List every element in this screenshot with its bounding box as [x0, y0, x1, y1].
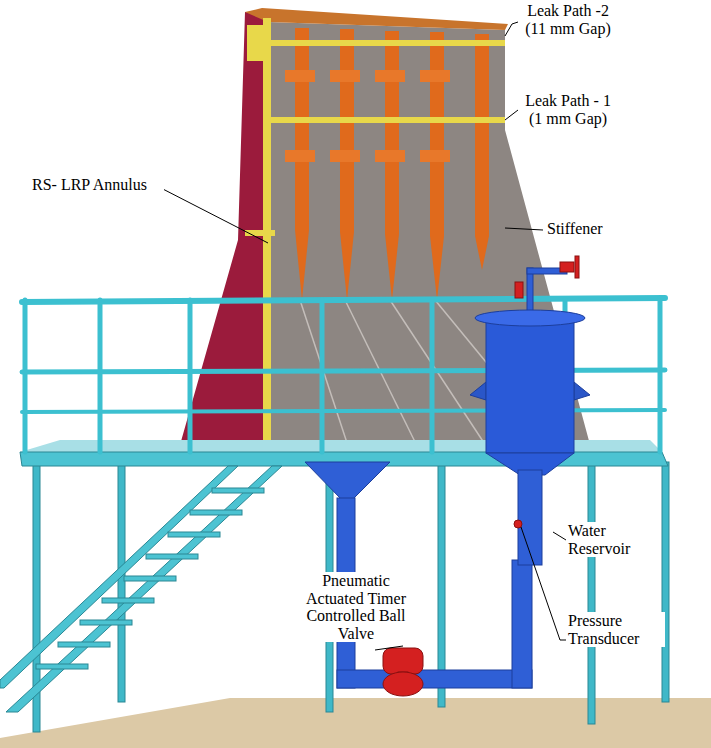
- tower: [420, 150, 450, 162]
- part-label: Leak Path -2 (11 mm Gap): [518, 2, 618, 37]
- tower: [330, 150, 360, 162]
- railing: [430, 300, 435, 452]
- leader-line: [553, 532, 566, 540]
- tower: [475, 34, 489, 270]
- ground: [0, 698, 711, 748]
- railing: [22, 298, 665, 302]
- water-reservoir: [574, 382, 590, 400]
- staircase: [0, 466, 238, 688]
- tower: [268, 22, 592, 452]
- ball-valve: [383, 648, 423, 674]
- staircase: [102, 598, 154, 603]
- staircase: [6, 466, 282, 712]
- staircase: [190, 510, 242, 515]
- fitting: [515, 282, 523, 298]
- tower: [245, 8, 508, 30]
- leader-line: [505, 22, 518, 36]
- piping: [512, 560, 532, 688]
- railing: [98, 300, 103, 452]
- tower: [265, 117, 505, 123]
- leader-line: [157, 186, 268, 243]
- water-reservoir: [518, 470, 542, 565]
- water-reservoir: [470, 382, 486, 400]
- tower: [247, 25, 267, 61]
- leader-line: [505, 110, 518, 120]
- staircase: [168, 532, 220, 537]
- part-label: Pressure Transducer: [566, 612, 665, 647]
- staircase: [146, 554, 198, 559]
- piping: [305, 462, 390, 500]
- water-reservoir: [475, 310, 585, 326]
- fitting: [514, 256, 579, 528]
- fitting: [514, 520, 522, 528]
- leader-line: [521, 527, 566, 640]
- tower: [295, 28, 309, 300]
- part-label: Pneumatic Actuated Timer Controlled Ball…: [296, 572, 416, 642]
- tower: [178, 8, 592, 452]
- ball-valve: [383, 648, 423, 696]
- tower: [285, 70, 315, 82]
- ball-valve: [383, 672, 423, 696]
- tower: [340, 29, 354, 300]
- tower: [375, 150, 405, 162]
- tower: [345, 300, 420, 452]
- staircase: [36, 664, 88, 669]
- platform-leg: [33, 462, 669, 732]
- tower: [285, 150, 315, 162]
- tower: [420, 70, 450, 82]
- staircase: [124, 576, 176, 581]
- railing: [658, 298, 663, 452]
- tower: [265, 40, 505, 46]
- part-label: RS- LRP Annulus: [30, 176, 164, 194]
- railing: [22, 298, 665, 452]
- platform-leg: [662, 462, 669, 702]
- fitting: [560, 262, 574, 272]
- tower: [390, 300, 490, 452]
- water-reservoir: [486, 318, 574, 453]
- platform-leg: [118, 462, 125, 702]
- leader-line: [505, 228, 543, 230]
- tower: [375, 70, 405, 82]
- platform-leg: [588, 462, 595, 724]
- fitting: [575, 256, 579, 278]
- piping: [337, 670, 532, 688]
- railing: [188, 300, 193, 452]
- staircase: [80, 620, 132, 625]
- railing: [23, 300, 28, 452]
- leader-line: [157, 22, 566, 650]
- tower: [330, 70, 360, 82]
- staircase: [58, 642, 110, 647]
- leader-line: [375, 646, 403, 650]
- ground: [0, 698, 711, 748]
- staircase: [212, 488, 264, 493]
- part-label: Stiffener: [545, 220, 629, 238]
- tower: [300, 300, 350, 452]
- staircase: [0, 466, 282, 712]
- railing: [320, 300, 325, 452]
- part-label: Leak Path - 1 (1 mm Gap): [518, 92, 618, 127]
- part-label: Water Reservoir: [566, 522, 650, 557]
